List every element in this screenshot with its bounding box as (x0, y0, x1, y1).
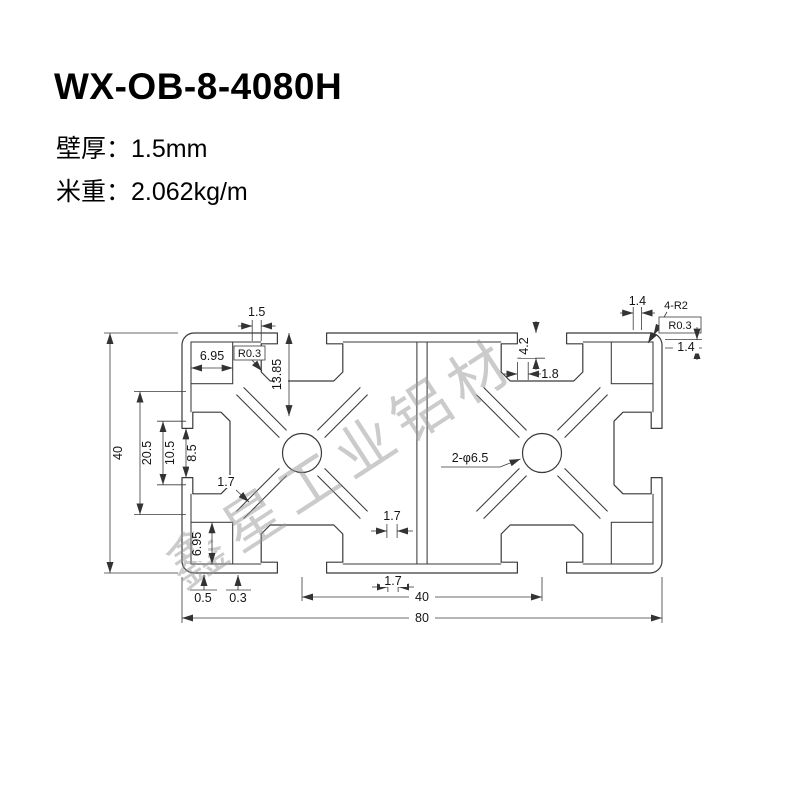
dim-1-8-label: 1.8 (541, 367, 558, 381)
dim-width-80-label: 80 (415, 611, 429, 625)
dim-13-85-label: 13.85 (270, 359, 284, 390)
spec-wall-value: 1.5mm (131, 135, 208, 163)
dim-pitch-40: 40 (301, 577, 543, 604)
dim-web-1-7-left: 1.7 (214, 475, 250, 503)
corner-square-tr (610, 341, 654, 385)
label-4-r2-text: 4-R2 (664, 300, 688, 312)
dim-wall-1-5: 1.5 (238, 305, 276, 341)
dim-height-40: 40 (104, 332, 178, 574)
inner-walls (190, 341, 654, 565)
corner-square-br (610, 521, 654, 565)
dim-4-2: 4.2 (517, 321, 545, 370)
dim-holes: 2-φ6.5 (441, 450, 521, 468)
dim-square-top-label: 6.95 (200, 349, 224, 363)
dim-square-top-6-95: 6.95 (191, 349, 233, 372)
label-r0-3-text: R0.3 (668, 320, 691, 332)
dim-0-5-label: 0.5 (194, 591, 211, 605)
dim-square-bottom-6-95: 6.95 (190, 522, 216, 564)
dim-web-1-7-mid-label: 1.7 (383, 509, 400, 523)
hole-circle-right (521, 432, 563, 474)
dim-holes-label: 2-φ6.5 (452, 451, 489, 465)
dim-10-5-label: 10.5 (163, 441, 177, 465)
dim-0-3-label: 0.3 (229, 591, 246, 605)
spec-wall-label: 壁厚： (56, 135, 132, 163)
spec-wall-thickness: 壁厚：1.5mm (56, 129, 207, 165)
corner-square-tl (190, 341, 234, 385)
dim-wall-1-5-label: 1.5 (248, 305, 265, 319)
label-radius-top-left: R0.3 (233, 345, 266, 372)
dim-1-8: 1.8 (504, 362, 559, 381)
dim-height-40-label: 40 (111, 446, 125, 460)
page-title: WX-OB-8-4080H (54, 66, 343, 107)
dim-0-3: 0.3 (226, 575, 251, 605)
dim-1-4-right-label: 1.4 (677, 340, 694, 354)
dim-20-5: 20.5 (134, 391, 186, 515)
dim-square-bottom-label: 6.95 (190, 532, 204, 556)
spec-meter-weight: 米重：2.062kg/m (56, 172, 248, 208)
dim-13-85: 13.85 (270, 333, 293, 417)
dim-1-4-top-label: 1.4 (629, 294, 646, 308)
dim-web-1-7-left-label: 1.7 (217, 475, 234, 489)
profile-outline (181, 332, 663, 574)
dim-web-1-7-bottom-label: 1.7 (384, 574, 401, 588)
spec-weight-label: 米重： (56, 178, 132, 206)
web-lines (236, 387, 608, 519)
dim-1-4-top: 1.4 (620, 294, 655, 330)
dim-20-5-label: 20.5 (140, 441, 154, 465)
dim-pitch-40-label: 40 (415, 590, 429, 604)
dim-4-2-label: 4.2 (517, 337, 531, 354)
dim-10-5: 10.5 (157, 420, 186, 486)
dim-web-1-7-bottom: 1.7 (372, 574, 414, 592)
dim-0-5: 0.5 (190, 575, 217, 605)
label-r0-3: R0.3 (647, 316, 702, 344)
dim-1-4-right: 1.4 (665, 327, 702, 360)
hole-circle-left (281, 432, 323, 474)
dim-width-80: 80 (181, 577, 663, 625)
label-radius-top-left-text: R0.3 (238, 348, 261, 360)
dim-8-5-label: 8.5 (185, 444, 199, 461)
dim-8-5: 8.5 (182, 428, 203, 478)
dim-web-1-7-mid: 1.7 (371, 509, 413, 538)
spec-weight-value: 2.062kg/m (131, 178, 248, 206)
